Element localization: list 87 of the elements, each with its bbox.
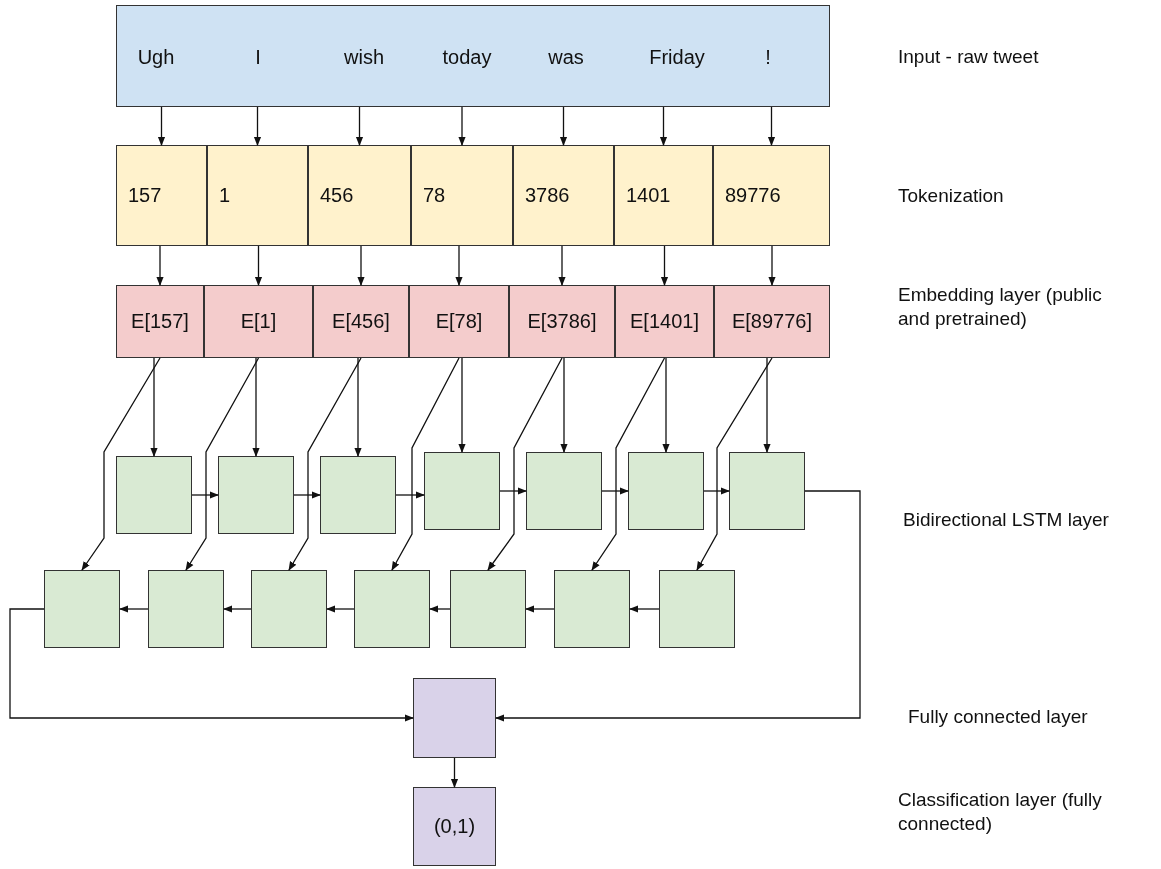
token-id-box: 157 xyxy=(116,145,207,246)
embedding-box: E[89776] xyxy=(714,285,830,358)
lstm-cell-box xyxy=(526,452,602,530)
arrow xyxy=(253,106,262,146)
arrow xyxy=(662,357,670,453)
lstm-cell-box xyxy=(450,570,526,648)
arrow xyxy=(455,245,463,286)
arrow xyxy=(559,106,568,146)
token-id-box: 78 xyxy=(411,145,513,246)
arrow xyxy=(293,491,321,499)
arrow xyxy=(591,357,666,571)
arrow xyxy=(252,357,260,457)
arrow xyxy=(355,106,364,146)
embedding-box: E[456] xyxy=(313,285,409,358)
arrow xyxy=(558,245,566,286)
layer-label: Input - raw tweet xyxy=(898,45,1040,69)
token-id-box: 456 xyxy=(308,145,411,246)
arrow xyxy=(185,357,260,571)
embedding-box: E[78] xyxy=(409,285,509,358)
arrow xyxy=(560,357,568,453)
arrow xyxy=(768,245,776,286)
arrow xyxy=(495,490,861,722)
arrow xyxy=(487,357,563,571)
arrow xyxy=(395,491,425,499)
lstm-cell-box xyxy=(554,570,630,648)
arrow xyxy=(191,491,219,499)
token-id-box: 1401 xyxy=(614,145,713,246)
output-box: (0,1) xyxy=(413,787,496,866)
layer-label: Classification layer (fully connected) xyxy=(898,788,1103,836)
token-id-box: 1 xyxy=(207,145,308,246)
dense-layer-box xyxy=(413,678,496,758)
word-text: Ugh xyxy=(137,46,175,69)
arrow xyxy=(767,106,776,146)
lstm-cell-box xyxy=(354,570,430,648)
arrow xyxy=(629,605,660,613)
embedding-box: E[1] xyxy=(204,285,313,358)
arrow xyxy=(450,757,459,788)
arrow xyxy=(119,605,149,613)
arrow xyxy=(458,357,466,453)
lstm-cell-box xyxy=(320,456,396,534)
layer-label: Embedding layer (public and pretrained) xyxy=(898,283,1103,331)
arrow xyxy=(391,357,460,571)
arrow xyxy=(9,608,414,722)
arrow xyxy=(458,106,466,146)
lstm-cell-box xyxy=(659,570,735,648)
arrow xyxy=(660,245,669,286)
embedding-box: E[3786] xyxy=(509,285,615,358)
layer-label: Fully connected layer xyxy=(908,705,1089,729)
lstm-cell-box xyxy=(628,452,704,530)
arrow xyxy=(659,106,668,146)
word-text: I xyxy=(255,46,261,69)
arrow xyxy=(703,487,730,495)
lstm-cell-box xyxy=(218,456,294,534)
arrow xyxy=(429,605,451,613)
arrow xyxy=(156,245,164,286)
lstm-cell-box xyxy=(116,456,192,534)
word-text: wish xyxy=(344,46,384,69)
lstm-cell-box xyxy=(44,570,120,648)
embedding-box: E[1401] xyxy=(615,285,714,358)
arrow xyxy=(254,245,263,286)
arrow xyxy=(157,106,166,146)
arrow xyxy=(354,357,362,457)
token-id-box: 3786 xyxy=(513,145,614,246)
word-text: today xyxy=(442,46,492,69)
arrow xyxy=(288,357,362,571)
input-box xyxy=(116,5,830,107)
arrow xyxy=(150,357,158,457)
layer-label: Bidirectional LSTM layer xyxy=(903,508,1110,532)
arrow xyxy=(525,605,555,613)
word-text: ! xyxy=(765,46,771,69)
arrow xyxy=(601,487,629,495)
lstm-cell-box xyxy=(148,570,224,648)
word-text: Friday xyxy=(649,46,705,69)
arrow xyxy=(763,357,771,453)
lstm-cell-box xyxy=(729,452,805,530)
lstm-cell-box xyxy=(251,570,327,648)
token-id-box: 89776 xyxy=(713,145,830,246)
layer-label: Tokenization xyxy=(898,184,1005,208)
arrow xyxy=(499,487,527,495)
arrow xyxy=(81,357,161,571)
arrow xyxy=(357,245,365,286)
embedding-box: E[157] xyxy=(116,285,204,358)
arrow xyxy=(326,605,355,613)
arrow xyxy=(223,605,252,613)
word-text: was xyxy=(548,46,584,69)
lstm-cell-box xyxy=(424,452,500,530)
arrow xyxy=(696,357,773,571)
